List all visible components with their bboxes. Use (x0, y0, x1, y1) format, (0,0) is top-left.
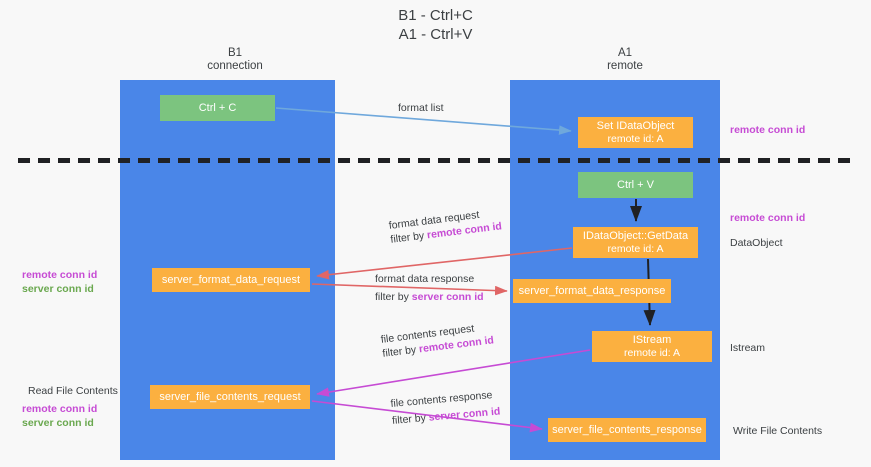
node-file-req-label: server_file_contents_request (159, 390, 301, 403)
annotation-left-remote-conn-id-2: remote conn id (22, 403, 98, 415)
node-set-idataobject[interactable]: Set IDataObject remote id: A (578, 117, 693, 148)
node-idataobject-getdata[interactable]: IDataObject::GetData remote id: A (573, 227, 698, 258)
annotation-left-conn-ids: remote conn id server conn id (22, 268, 97, 296)
title-line-2: A1 - Ctrl+V (398, 26, 473, 43)
filter-prefix: filter by (391, 411, 430, 427)
node-istream[interactable]: IStream remote id: A (592, 331, 712, 362)
edge-format-list (275, 107, 572, 135)
annotation-right-remote-conn-top-text: remote conn id (730, 124, 806, 136)
page-title: B1 - Ctrl+C A1 - Ctrl+V (0, 6, 871, 44)
column-header-a1: A1 remote (510, 47, 740, 73)
annotation-right-istream: Istream (730, 342, 766, 354)
column-header-b1-line1: B1 (227, 47, 243, 59)
filter-key-server-conn-id: server conn id (411, 291, 484, 303)
edge-file-contents-response (311, 400, 543, 433)
node-server-file-contents-response[interactable]: server_file_contents_response (548, 418, 706, 442)
edge-label-format-data-response-filter: filter by server conn id (375, 290, 484, 304)
annotation-right-write-file-contents: Write File Contents (733, 425, 823, 437)
title-line-1: B1 - Ctrl+C (398, 7, 473, 24)
annotation-right-remote-conn-mid: remote conn id (730, 211, 805, 225)
filter-prefix: filter by (375, 291, 412, 303)
edge-label-format-data-response-text: format data response (375, 273, 475, 285)
node-file-resp-label: server_file_contents_response (552, 423, 702, 436)
column-header-b1: B1 connection (120, 47, 350, 73)
node-istream-sub: remote id: A (623, 346, 681, 359)
edge-label-format-data-response: format data response filter by server co… (375, 272, 484, 304)
edge-format-data-request (316, 247, 573, 280)
column-header-a1-line2: remote (607, 60, 643, 72)
node-fmt-req-label: server_format_data_request (161, 273, 301, 286)
node-ctrl-v-label: Ctrl + V (617, 178, 654, 191)
column-header-b1-line2: connection (207, 60, 263, 72)
annotation-left-server-conn-id-2: server conn id (22, 417, 94, 429)
node-set-idataobject-label: Set IDataObject (596, 119, 675, 132)
annotation-left-server-conn-id: server conn id (22, 283, 94, 295)
edge-label-format-list-text: format list (398, 102, 444, 114)
edge-label-format-list: format list (398, 101, 444, 115)
node-ctrl-c[interactable]: Ctrl + C (160, 95, 275, 121)
column-header-a1-line1: A1 (617, 47, 633, 59)
annotation-right-remote-conn-top: remote conn id (730, 123, 805, 137)
edge-format-data-response (311, 283, 508, 296)
annotation-left-read-file-contents: Read File Contents (28, 385, 118, 397)
node-getdata-sub: remote id: A (607, 242, 664, 255)
node-server-format-data-request[interactable]: server_format_data_request (152, 268, 310, 292)
annotation-left-remote-conn-id: remote conn id (22, 269, 98, 281)
node-server-format-data-response[interactable]: server_format_data_response (513, 279, 671, 303)
annotation-right-dataobject: DataObject (730, 237, 783, 249)
node-ctrl-c-label: Ctrl + C (198, 101, 237, 114)
annotation-left-conn-ids-2: remote conn id server conn id (22, 402, 97, 430)
node-server-file-contents-request[interactable]: server_file_contents_request (150, 385, 310, 409)
node-ctrl-v[interactable]: Ctrl + V (578, 172, 693, 198)
phase-divider (18, 158, 854, 163)
node-istream-label: IStream (632, 333, 672, 346)
annotation-right-remote-conn-mid-text: remote conn id (730, 212, 806, 224)
node-getdata-label: IDataObject::GetData (582, 229, 689, 242)
node-set-idataobject-sub: remote id: A (607, 132, 664, 145)
node-fmt-resp-label: server_format_data_response (518, 284, 666, 297)
edge-file-contents-request (316, 349, 591, 397)
